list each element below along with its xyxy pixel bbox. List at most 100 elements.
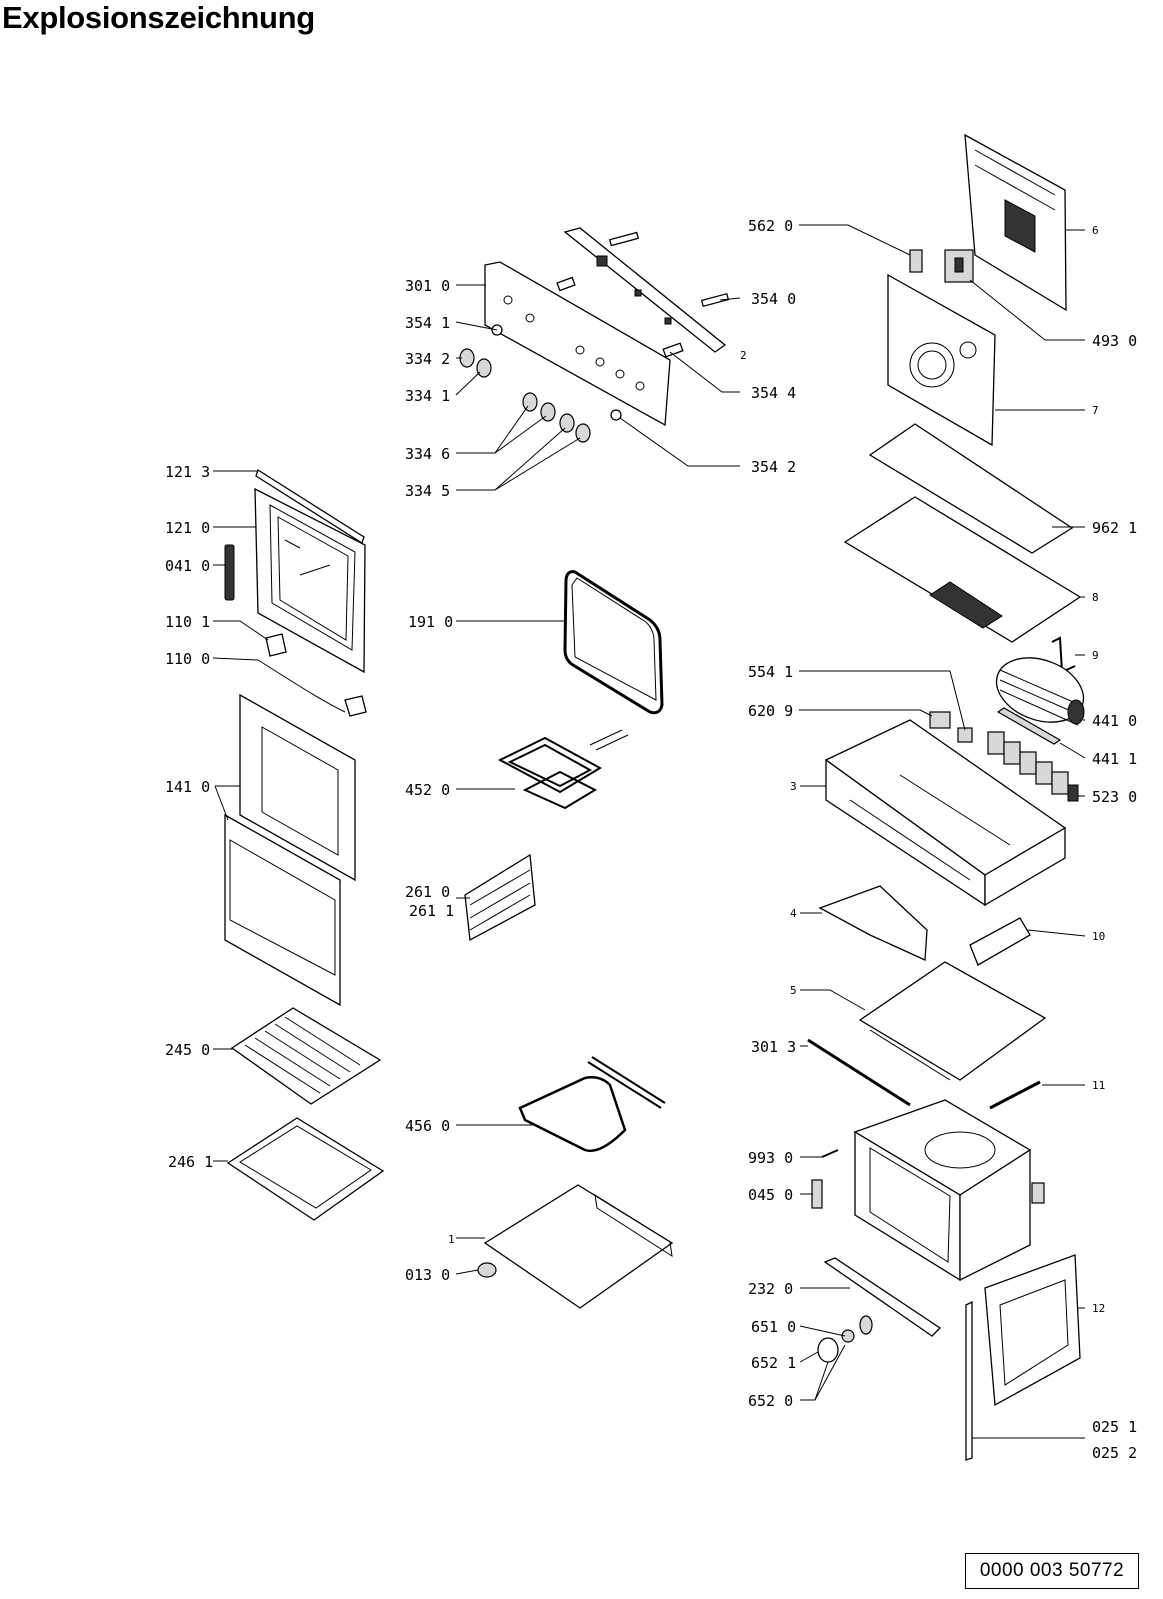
label-191-0: 191 0: [408, 613, 453, 631]
item-number-12: 12: [1092, 1302, 1105, 1315]
document-number-box: 0000 003 50772: [965, 1553, 1139, 1589]
leader-lines: [212, 224, 1086, 1439]
top-cover: [843, 496, 1082, 643]
label-962-1: 962 1: [1092, 519, 1137, 537]
relay-620-9: [929, 711, 951, 729]
item-number-4: 4: [790, 907, 797, 920]
hinge-bracket: [265, 633, 287, 657]
label-652-1: 652 1: [751, 1354, 796, 1372]
label-261-0: 261 0: [405, 883, 450, 901]
fan-cover-plate: [887, 273, 996, 447]
label-232-0: 232 0: [748, 1280, 793, 1298]
shelf-side-rails: [464, 853, 536, 942]
component-493-0: [944, 249, 974, 283]
oven-bottom-plate: [483, 1184, 674, 1309]
label-334-2: 334 2: [405, 350, 450, 368]
item-number-5: 5: [790, 984, 797, 997]
latch-045-0: [811, 1179, 823, 1209]
label-261-1: 261 1: [409, 902, 454, 920]
fan-mount-strip: [996, 707, 1062, 745]
item-number-6: 6: [1092, 224, 1099, 237]
label-652-0: 652 0: [748, 1392, 793, 1410]
label-620-9: 620 9: [748, 702, 793, 720]
label-110-1: 110 1: [165, 613, 210, 631]
oven-door-seal: [563, 570, 664, 715]
label-554-1: 554 1: [748, 663, 793, 681]
label-025-2: 025 2: [1092, 1444, 1137, 1462]
item-number-2: 2: [740, 349, 747, 362]
oven-cavity: [853, 1099, 1045, 1282]
label-452-0: 452 0: [405, 781, 450, 799]
door-inner-frame: [254, 487, 366, 674]
label-354-1: 354 1: [405, 314, 450, 332]
clip-bracket: [1051, 636, 1076, 674]
screw-993-0: [821, 1149, 839, 1158]
side-panel-12: [984, 1254, 1081, 1407]
part-labels: 562 0 301 0 354 0 354 1 334 2 334 1 354 …: [165, 217, 1137, 1462]
label-523-0: 523 0: [1092, 788, 1137, 806]
label-121-0: 121 0: [165, 519, 210, 537]
label-334-1: 334 1: [405, 387, 450, 405]
label-562-0: 562 0: [748, 217, 793, 235]
side-seal-strip: [965, 1300, 973, 1461]
spindle-354-4: [556, 276, 684, 358]
label-246-1: 246 1: [168, 1153, 213, 1171]
relay-554-1: [957, 727, 973, 743]
baking-tray: [226, 1117, 385, 1221]
rod-11: [989, 1080, 1041, 1110]
oven-top-plate: [858, 961, 1047, 1081]
item-number-3: 3: [790, 780, 797, 793]
control-panel-fascia: [484, 261, 671, 427]
tangential-fan-motor: [995, 657, 1085, 726]
spindle-354-0: [608, 231, 730, 308]
label-651-0: 651 0: [751, 1318, 796, 1336]
label-334-5: 334 5: [405, 482, 450, 500]
label-354-0: 354 0: [751, 290, 796, 308]
rail-301-3: [807, 1038, 911, 1107]
item-number-11: 11: [1092, 1079, 1105, 1092]
label-993-0: 993 0: [748, 1149, 793, 1167]
label-301-0: 301 0: [405, 277, 450, 295]
front-trim-232-0: [823, 1257, 942, 1337]
lamp-holder: [817, 1315, 873, 1363]
bracket-10: [969, 917, 1031, 966]
item-number-1: 1: [448, 1233, 455, 1246]
label-013-0: 013 0: [405, 1266, 450, 1284]
label-354-4: 354 4: [751, 384, 796, 402]
wire-shelf: [230, 1007, 382, 1105]
label-121-3: 121 3: [165, 463, 210, 481]
item-number-7: 7: [1092, 404, 1099, 417]
label-045-0: 045 0: [748, 1186, 793, 1204]
insulation-mat: [868, 423, 1074, 554]
label-301-3: 301 3: [751, 1038, 796, 1056]
switch-block: [987, 731, 1079, 802]
label-441-1: 441 1: [1092, 750, 1137, 768]
label-441-0: 441 0: [1092, 712, 1137, 730]
door-hinge: [224, 544, 235, 601]
label-025-1: 025 1: [1092, 1418, 1137, 1436]
label-493-0: 493 0: [1092, 332, 1137, 350]
label-456-0: 456 0: [405, 1117, 450, 1135]
item-number-10: 10: [1092, 930, 1105, 943]
adjustable-foot: [477, 1262, 497, 1278]
door-glass-panel-rear: [224, 813, 341, 1007]
label-334-6: 334 6: [405, 445, 450, 463]
air-deflector: [818, 885, 928, 961]
door-handle: [257, 659, 367, 717]
control-housing-frame: [824, 719, 1067, 907]
label-110-0: 110 0: [165, 650, 210, 668]
door-glass-panel-front: [239, 693, 356, 882]
grill-heating-element: [497, 729, 629, 810]
page-title: Explosionszeichnung: [2, 0, 315, 35]
item-number-8: 8: [1092, 591, 1099, 604]
item-number-9: 9: [1092, 649, 1099, 662]
thermostat-562-0: [909, 249, 923, 273]
item-numbers: 1 2 3 4 5 6 7 8 9 10 11 12: [448, 224, 1105, 1315]
bottom-heating-element: [518, 1056, 666, 1153]
control-knobs: [459, 324, 622, 443]
label-141-0: 141 0: [165, 778, 210, 796]
label-041-0: 041 0: [165, 557, 210, 575]
label-245-0: 245 0: [165, 1041, 210, 1059]
rear-cover-panel: [964, 133, 1067, 312]
